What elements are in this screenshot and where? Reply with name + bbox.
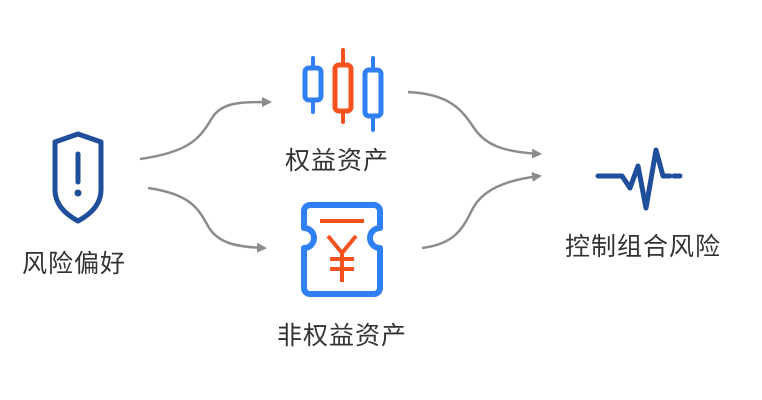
- arrow-risk-to-equity: [139, 97, 272, 161]
- arrow-equity-to-control: [407, 90, 542, 159]
- non-equity-assets-label: 非权益资产: [277, 321, 408, 350]
- equity-assets-label: 权益资产: [285, 146, 390, 175]
- control-portfolio-risk-label: 控制组合风险: [565, 232, 722, 261]
- arrow-non-equity-to-control: [421, 171, 542, 250]
- yuan-ticket-icon: [301, 202, 383, 297]
- arrow-risk-to-non-equity: [147, 186, 267, 253]
- pulse-line-icon: [595, 147, 683, 211]
- candlestick-chart-icon: [302, 48, 384, 132]
- risk-preference-label: 风险偏好: [22, 249, 127, 278]
- shield-exclamation-icon: [52, 131, 104, 224]
